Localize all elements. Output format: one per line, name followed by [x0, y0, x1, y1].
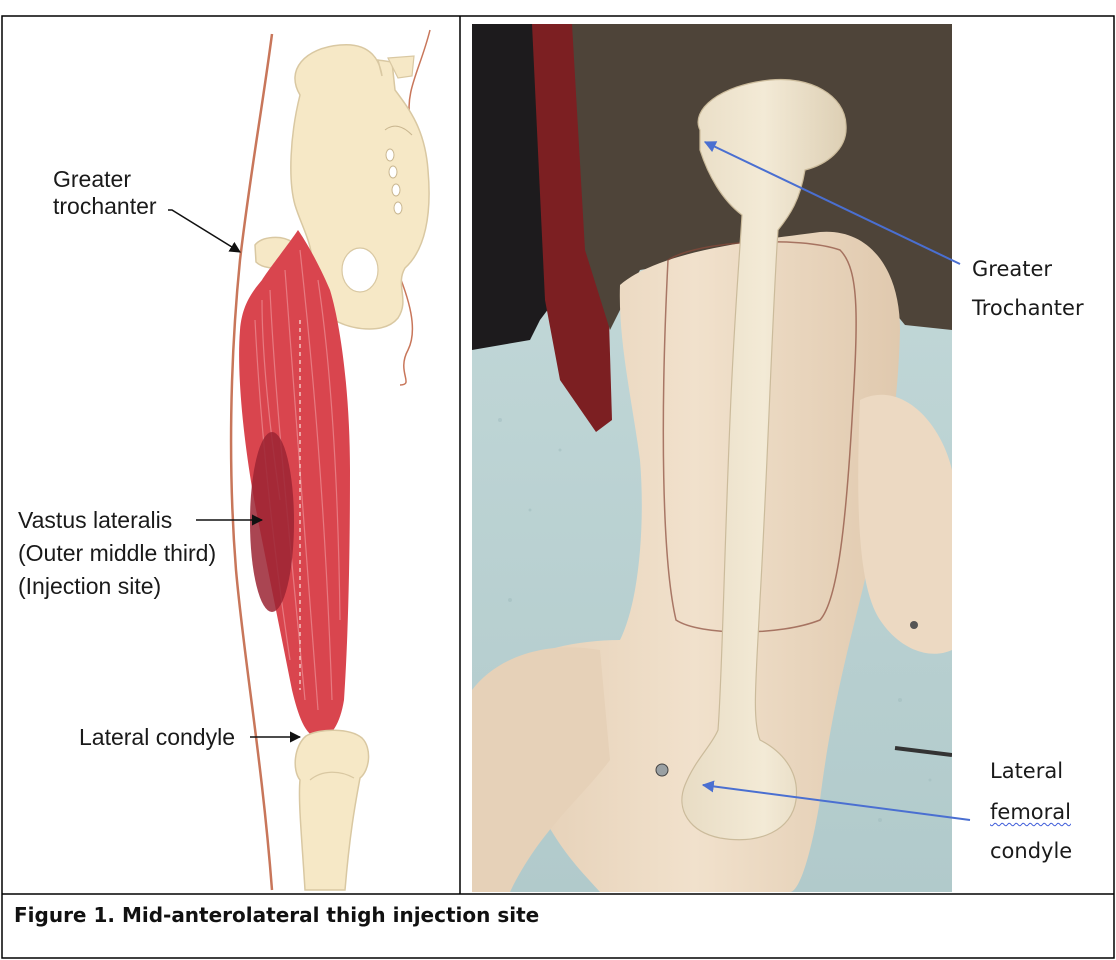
manikin-photo — [472, 24, 952, 892]
label-vastus-line1: Vastus lateralis — [18, 507, 172, 534]
label-photo-lateral-femoral-line2: femoral — [990, 797, 1071, 828]
thigh-illustration — [231, 30, 430, 890]
injection-site — [250, 432, 294, 612]
arrow-greater-trochanter — [168, 210, 240, 252]
label-photo-greater-trochanter-line1: Greater — [972, 254, 1052, 285]
label-vastus-line3: (Injection site) — [18, 573, 161, 600]
label-lateral-condyle: Lateral condyle — [79, 724, 235, 751]
knee-bone — [295, 730, 368, 890]
figure-caption: Figure 1. Mid-anterolateral thigh inject… — [14, 903, 539, 927]
label-vastus-line2: (Outer middle third) — [18, 540, 216, 567]
label-greater-trochanter-line2: trochanter — [53, 193, 157, 220]
label-photo-greater-trochanter-line2: Trochanter — [972, 293, 1084, 324]
label-photo-lateral-femoral-line3: condyle — [990, 836, 1072, 867]
label-photo-lateral-femoral-line1: Lateral — [990, 756, 1063, 787]
label-greater-trochanter-line1: Greater — [53, 166, 131, 193]
